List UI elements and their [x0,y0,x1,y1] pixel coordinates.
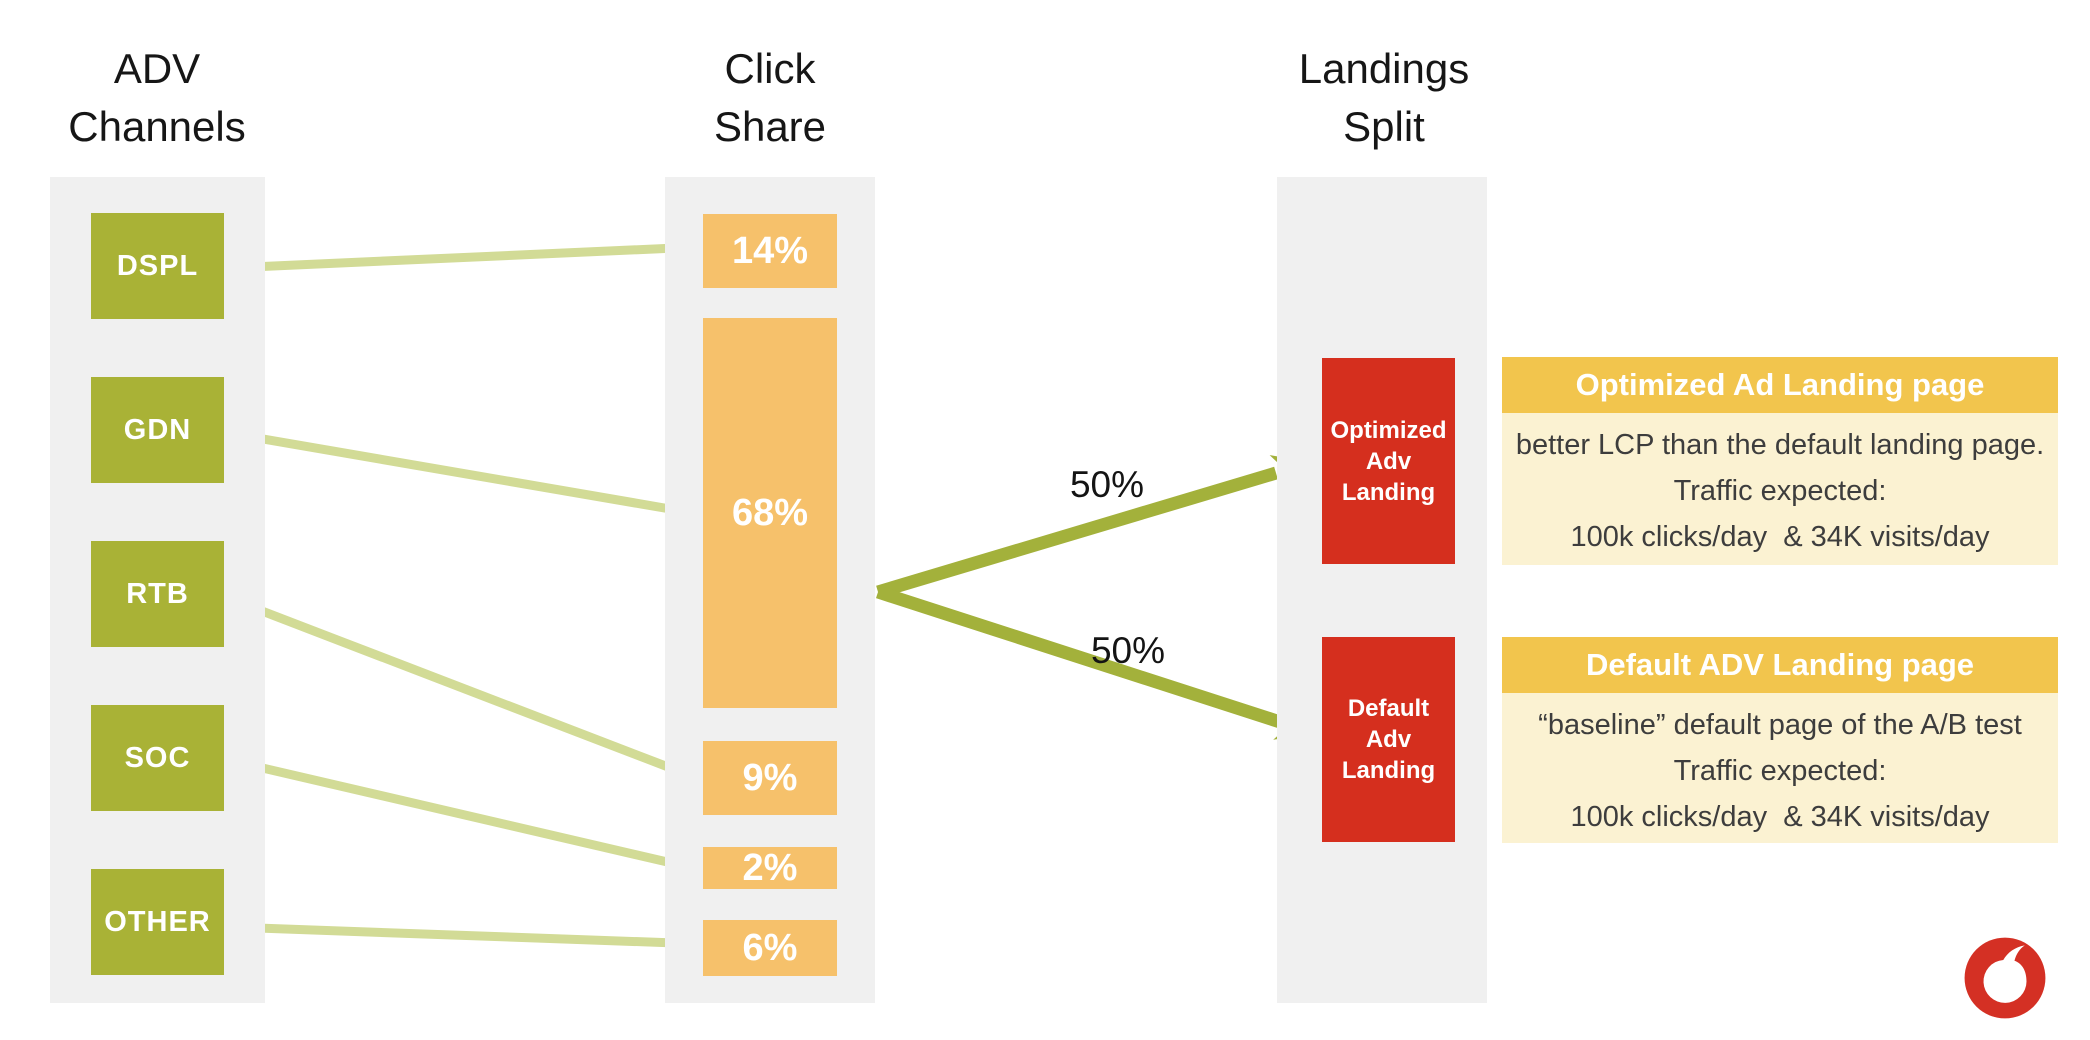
click-share-title-line1: Click [724,45,816,92]
channel-box-soc: SOC [91,705,224,811]
card-text-line: “baseline” default page of the A/B test [1538,709,2022,741]
landing-box-optimized: Optimized Adv Landing [1322,358,1455,564]
channel-label: SOC [124,741,191,774]
channel-box-dspl: DSPL [91,213,224,319]
adv-channels-title-line1: ADV [113,45,201,92]
card-title: Default ADV Landing page [1502,637,2058,693]
adv-channels-title: ADV Channels [17,40,297,156]
arrow-rtb-to-9 [226,593,702,783]
card-default-landing: Default ADV Landing page “baseline” defa… [1502,637,2058,843]
card-text-line: Traffic expected: [1673,475,1887,507]
share-box-9: 9% [703,741,837,815]
channel-box-other: OTHER [91,869,224,975]
card-body: “baseline” default page of the A/B test … [1502,693,2058,843]
card-text-line: 100k clicks/day & 34K visits/day [1570,521,1990,553]
channel-label: OTHER [104,905,211,938]
split-label-top: 50% [1069,464,1145,505]
landings-split-title-line1: Landings [1298,45,1470,92]
share-label: 2% [742,846,798,889]
landing-box-default: Default Adv Landing [1322,637,1455,842]
share-box-2: 2% [703,847,837,889]
share-box-14: 14% [703,214,837,288]
arrow-dspl-to-14 [227,234,703,273]
card-optimized-landing: Optimized Ad Landing page better LCP tha… [1502,357,2058,565]
card-title: Optimized Ad Landing page [1502,357,2058,413]
landings-split-column [1277,177,1487,1003]
landing-box-line: Landing [1341,757,1436,784]
share-label: 68% [731,491,809,534]
arrow-other-to-6 [227,922,703,957]
split-label-bottom: 50% [1090,630,1166,671]
channel-label: DSPL [116,249,199,282]
channel-label: GDN [123,413,192,446]
card-text-line: 100k clicks/day & 34K visits/day [1570,801,1990,833]
landing-box-line: Adv [1365,447,1412,475]
share-label: 6% [742,926,798,969]
landing-box-line: Default [1347,695,1430,722]
arrow-soc-to-2 [226,755,703,878]
landings-split-title: Landings Split [1244,40,1524,156]
landings-split-title-line2: Split [1343,103,1425,150]
adv-channels-title-line2: Channels [68,103,246,150]
share-box-6: 6% [703,920,837,976]
click-share-title: Click Share [630,40,910,156]
landing-box-line: Adv [1365,726,1412,753]
click-share-title-line2: Share [713,103,827,150]
card-body: better LCP than the default landing page… [1502,413,2058,565]
share-label: 14% [731,229,809,272]
channel-box-gdn: GDN [91,377,224,483]
vodafone-logo-icon [1964,937,2046,1019]
landing-box-line: Landing [1341,478,1436,506]
channel-label: RTB [126,577,189,610]
landing-box-line: Optimized [1330,416,1447,444]
card-text-line: Traffic expected: [1673,755,1887,787]
card-text-line: better LCP than the default landing page… [1515,429,2045,461]
share-box-68: 68% [703,318,837,708]
channel-box-rtb: RTB [91,541,224,647]
arrow-gdn-to-68 [227,428,703,524]
share-label: 9% [742,756,798,799]
